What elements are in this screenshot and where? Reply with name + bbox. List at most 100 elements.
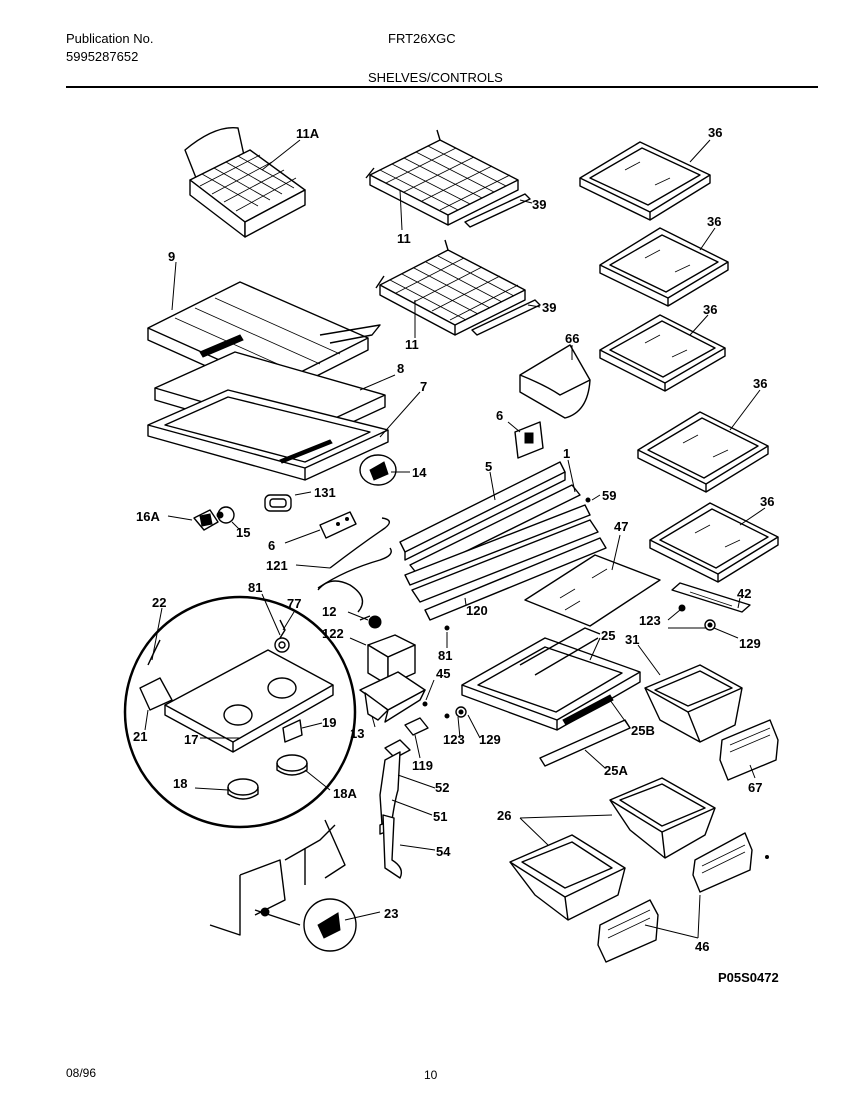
callout-121: 121: [266, 558, 288, 573]
page-number: 10: [424, 1068, 438, 1082]
callout-labels: 11A 11 39 11 39 36 36 36 36 36 9 8 7 14 …: [133, 125, 774, 954]
part-glass-shelf-4: [637, 411, 769, 493]
callout-47: 47: [614, 519, 628, 534]
callout-122: 122: [322, 626, 344, 641]
header-rule: [66, 86, 818, 88]
callout-22: 22: [152, 595, 166, 610]
part-drawer-front-right: [692, 832, 753, 893]
part-shelf-trim-upper: [464, 193, 531, 228]
callout-39-lower: 39: [542, 300, 556, 315]
part-gasket: [264, 494, 292, 512]
callout-7: 7: [420, 379, 427, 394]
callout-81-center: 81: [438, 648, 452, 663]
part-glass-shelf-1: [579, 141, 711, 221]
callout-59: 59: [602, 488, 616, 503]
callout-16A: 16A: [136, 509, 160, 524]
callout-18A: 18A: [333, 786, 357, 801]
part-rail-upper: [404, 504, 591, 586]
callout-36-3: 36: [703, 302, 717, 317]
callout-119: 119: [412, 758, 433, 773]
callout-14: 14: [412, 465, 427, 480]
callout-31: 31: [625, 632, 639, 647]
callout-6-left: 6: [268, 538, 275, 553]
part-air-duct: [519, 344, 591, 419]
callout-25A: 25A: [604, 763, 628, 778]
part-freezer-shelf-base: [147, 389, 389, 481]
part-shield: [399, 461, 581, 576]
part-crisper-frame: [461, 627, 641, 731]
callout-52: 52: [435, 780, 449, 795]
callout-5: 5: [485, 459, 492, 474]
callout-123-right: 123: [639, 613, 661, 628]
footer-date: 08/96: [66, 1066, 97, 1080]
callout-9: 9: [168, 249, 175, 264]
callout-81-detail: 81: [248, 580, 262, 595]
part-glass-shelf-5: [649, 502, 779, 583]
part-drawer-front-left: [597, 899, 659, 963]
callout-77: 77: [287, 596, 301, 611]
part-crisper-cover-glass: [524, 554, 661, 627]
callout-36-5: 36: [760, 494, 774, 509]
callout-129-right: 129: [739, 636, 761, 651]
callout-67: 67: [748, 780, 762, 795]
part-freezer-shelf-top: [147, 281, 381, 398]
callout-45: 45: [436, 666, 450, 681]
part-crisper-rail: [424, 537, 607, 621]
part-crisper-drawer-right: [609, 777, 716, 859]
callout-120: 120: [466, 603, 488, 618]
leader-lines: [144, 139, 766, 939]
model-number: FRT26XGC: [388, 31, 456, 46]
callout-13: 13: [350, 726, 364, 741]
callout-11A: 11A: [296, 126, 320, 141]
callout-39-upper: 39: [532, 197, 546, 212]
callout-36-4: 36: [753, 376, 767, 391]
callout-129-center: 129: [479, 732, 501, 747]
callout-11-lower: 11: [405, 337, 419, 352]
part-drawer-front-small: [719, 719, 779, 781]
callout-54: 54: [436, 844, 451, 859]
section-title: SHELVES/CONTROLS: [368, 70, 503, 85]
callout-19: 19: [322, 715, 336, 730]
part-rail-lower: [411, 519, 599, 603]
part-wire-shelf-upper: [365, 129, 519, 226]
part-control-housing: [359, 615, 429, 736]
callout-18: 18: [173, 776, 187, 791]
callout-36-2: 36: [707, 214, 721, 229]
publication-number: 5995287652: [66, 49, 139, 64]
callout-42: 42: [737, 586, 751, 601]
callout-123-center: 123: [443, 732, 465, 747]
callout-25: 25: [601, 628, 615, 643]
callout-25B: 25B: [631, 723, 655, 738]
part-control-knob: [359, 454, 397, 486]
part-screw: [444, 625, 450, 631]
part-wire-shelf-lower: [375, 239, 526, 336]
callout-66: 66: [565, 331, 579, 346]
callout-36-1: 36: [708, 125, 722, 140]
detail-circle-control-assembly: [123, 595, 357, 829]
part-wire-harness: [317, 517, 392, 589]
part-glass-shelf-3: [599, 314, 726, 392]
callout-15: 15: [236, 525, 250, 540]
publication-label: Publication No.: [66, 31, 154, 46]
callout-21: 21: [133, 729, 147, 744]
callout-51: 51: [433, 809, 447, 824]
part-crisper-control: [671, 582, 751, 631]
part-deli-drawer: [644, 664, 743, 743]
part-ice-tray: [184, 126, 306, 238]
callout-6-right: 6: [496, 408, 503, 423]
callout-8: 8: [397, 361, 404, 376]
callout-23: 23: [384, 906, 398, 921]
callout-17: 17: [184, 732, 198, 747]
callout-1: 1: [563, 446, 570, 461]
part-duct-assembly: [379, 739, 411, 879]
callout-131: 131: [314, 485, 336, 500]
diagram-code: P05S0472: [718, 970, 779, 985]
part-glass-shelf-2: [599, 227, 729, 307]
callout-12: 12: [322, 604, 336, 619]
callout-46: 46: [695, 939, 709, 954]
part-shelf-trim-lower: [471, 299, 541, 336]
part-crisper-drawer-left: [509, 834, 626, 921]
part-crisper-rail-front: [539, 719, 631, 767]
part-damper-detail: [209, 819, 357, 952]
